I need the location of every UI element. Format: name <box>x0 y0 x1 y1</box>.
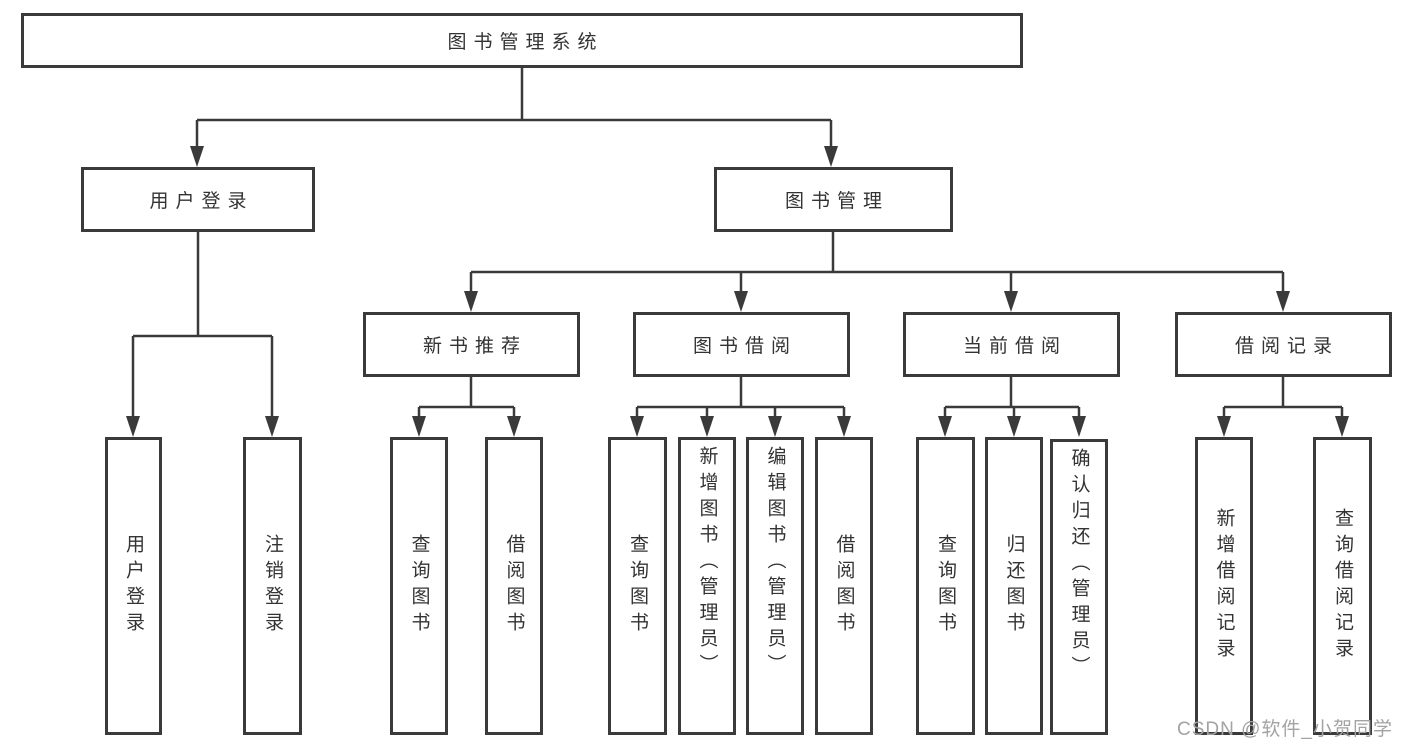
connector-root-to-level2 <box>190 68 838 167</box>
node-leaf-return-book: 归还图书 <box>985 437 1043 735</box>
node-leaf-logout: 注销登录 <box>243 437 302 735</box>
csdn-watermark: CSDN @软件_小贺同学 <box>1177 719 1393 740</box>
node-leaf-query-borrow-record: 查询借阅记录 <box>1313 437 1372 735</box>
connector-book-borrow-to-leaves <box>630 377 851 437</box>
connector-new-book-to-leaves <box>412 377 521 437</box>
node-new-book-recommend: 新书推荐 <box>363 312 580 377</box>
connector-book-management-to-level3 <box>464 232 1290 312</box>
node-leaf-borrow-books-recommend: 借阅图书 <box>485 437 543 735</box>
connector-borrow-records-to-leaves <box>1217 377 1349 437</box>
connector-current-borrow-to-leaves <box>938 377 1086 437</box>
connector-user-login-to-leaves <box>126 232 279 437</box>
node-leaf-query-books-recommend: 查询图书 <box>390 437 448 735</box>
node-user-login: 用户登录 <box>81 167 315 232</box>
node-book-borrow: 图书借阅 <box>633 312 850 377</box>
node-leaf-borrow-books: 借阅图书 <box>815 437 873 735</box>
node-current-borrow: 当前借阅 <box>903 312 1120 377</box>
node-leaf-query-books-borrow: 查询图书 <box>608 437 667 735</box>
node-leaf-confirm-return-admin: 确认归还（管理员） <box>1050 439 1108 735</box>
node-leaf-edit-book-admin: 编辑图书（管理员） <box>746 437 804 735</box>
node-leaf-query-books-current: 查询图书 <box>916 437 975 735</box>
node-borrow-records: 借阅记录 <box>1175 312 1392 377</box>
node-leaf-user-login: 用户登录 <box>105 437 162 735</box>
node-leaf-add-book-admin: 新增图书（管理员） <box>678 437 736 735</box>
node-leaf-add-borrow-record: 新增借阅记录 <box>1195 437 1253 735</box>
node-system-root: 图书管理系统 <box>21 13 1023 68</box>
node-book-management: 图书管理 <box>714 167 953 232</box>
